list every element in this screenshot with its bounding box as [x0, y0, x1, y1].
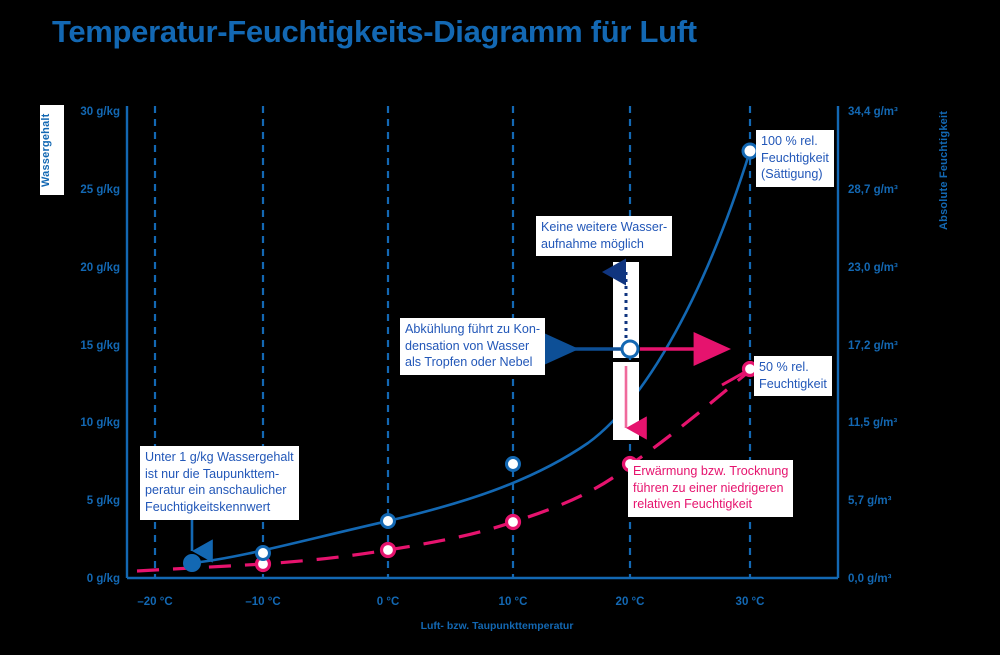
note-cooling: Abkühlung führt zu Kon- densation von Wa…: [400, 318, 546, 376]
svg-text:–10 °C: –10 °C: [245, 596, 280, 608]
svg-text:5 g/kg: 5 g/kg: [87, 495, 120, 507]
series-saturation-markers: [183, 142, 759, 572]
note-fifty-percent: 50 % rel. Feuchtigkeit: [754, 356, 832, 397]
svg-text:–20 °C: –20 °C: [137, 596, 172, 608]
svg-text:28,7 g/m³: 28,7 g/m³: [848, 184, 898, 196]
series-saturation-curve: [191, 150, 752, 565]
svg-text:10 °C: 10 °C: [499, 596, 528, 608]
svg-text:10 g/kg: 10 g/kg: [80, 417, 120, 429]
note-warming: Erwärmung bzw. Trocknung führen zu einer…: [628, 460, 794, 518]
svg-text:0,0 g/m³: 0,0 g/m³: [848, 573, 892, 585]
svg-text:25 g/kg: 25 g/kg: [80, 184, 120, 196]
marker-start-filled: [183, 554, 201, 572]
svg-text:34,4 g/m³: 34,4 g/m³: [848, 106, 898, 118]
note-no-more-water: Keine weitere Wasser- aufnahme möglich: [536, 216, 673, 257]
svg-text:0 g/kg: 0 g/kg: [87, 573, 120, 585]
axis-lines: [125, 106, 840, 580]
series-fifty-markers: [254, 360, 759, 573]
x-axis-title: Luft- bzw. Taupunkttemperatur: [421, 620, 574, 632]
svg-text:23,0 g/m³: 23,0 g/m³: [848, 262, 898, 274]
svg-text:17,2 g/m³: 17,2 g/m³: [848, 340, 898, 352]
y-right-tick-labels: 0,0 g/m³ 5,7 g/m³ 11,5 g/m³ 17,2 g/m³ 23…: [848, 106, 898, 585]
note-saturation: 100 % rel. Feuchtigkeit (Sättigung): [756, 130, 834, 188]
svg-text:30 g/kg: 30 g/kg: [80, 106, 120, 118]
note-under-one-gkg: Unter 1 g/kg Wassergehalt ist nur die Ta…: [140, 446, 299, 520]
svg-text:20 g/kg: 20 g/kg: [80, 262, 120, 274]
x-tick-labels: –20 °C –10 °C 0 °C 10 °C 20 °C 30 °C: [137, 596, 764, 608]
page-title: Temperatur-Feuchtigkeits-Diagramm für Lu…: [52, 14, 697, 49]
leader-line-fifty: [721, 370, 746, 387]
svg-text:30 °C: 30 °C: [736, 596, 765, 608]
svg-text:15 g/kg: 15 g/kg: [80, 340, 120, 352]
svg-text:5,7 g/m³: 5,7 g/m³: [848, 495, 892, 507]
svg-text:20 °C: 20 °C: [616, 596, 645, 608]
svg-text:11,5 g/m³: 11,5 g/m³: [848, 417, 897, 429]
y-left-tick-labels: 0 g/kg 5 g/kg 10 g/kg 15 g/kg 20 g/kg 25…: [80, 106, 120, 585]
svg-text:0 °C: 0 °C: [377, 596, 400, 608]
series-fifty-percent-curve: [136, 367, 754, 573]
